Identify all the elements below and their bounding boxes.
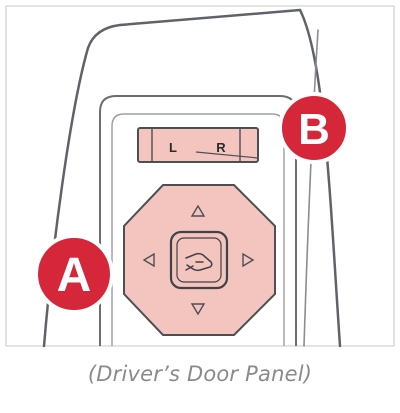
switch-right-label: R — [216, 140, 226, 155]
mirror-adjust-pad[interactable] — [123, 184, 276, 336]
door-trim-inner-line — [303, 29, 319, 347]
switch-left-label: L — [169, 140, 177, 155]
callout-a: A — [34, 234, 114, 314]
caption: (Driver’s Door Panel) — [87, 362, 313, 386]
mirror-select-switch[interactable]: L R — [137, 127, 259, 163]
center-mirror-button[interactable] — [169, 230, 229, 290]
arrow-left-icon[interactable] — [142, 252, 155, 268]
arrow-down-icon[interactable] — [190, 303, 206, 316]
arrow-right-icon[interactable] — [242, 252, 255, 268]
callout-b-label: B — [298, 105, 330, 154]
mirror-glyph-icon — [185, 252, 213, 272]
callout-a-label: A — [57, 249, 92, 302]
callout-b: B — [278, 92, 350, 164]
arrow-up-icon[interactable] — [190, 204, 206, 217]
